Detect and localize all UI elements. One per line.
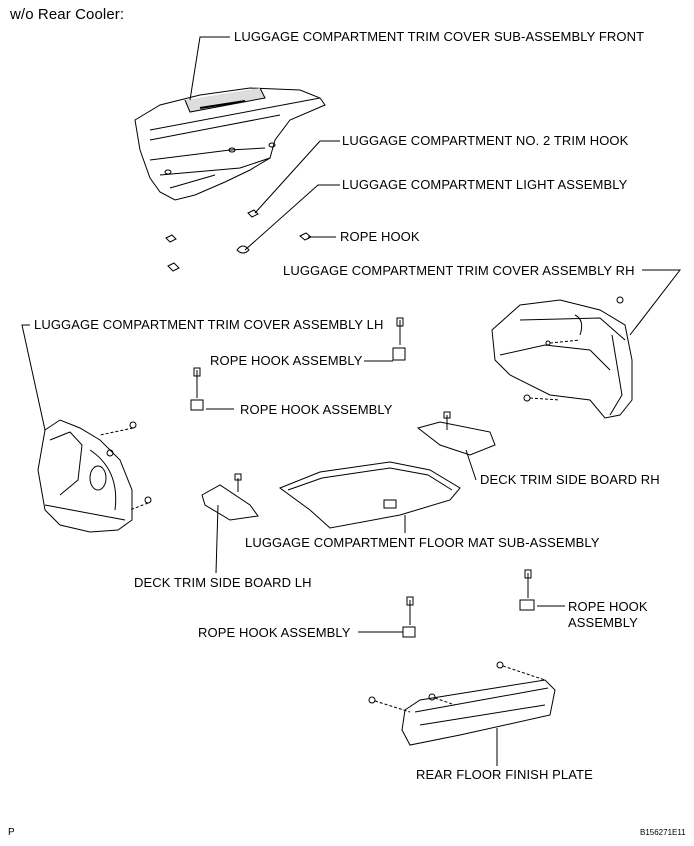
label-rope-hook-assy-1: ROPE HOOK ASSEMBLY [210, 353, 363, 368]
figure-id: B156271E11 [640, 828, 686, 837]
footer-mark: P [8, 827, 15, 838]
leader-trim-lh [21, 324, 46, 431]
leader-trim-hook-2b [254, 140, 321, 214]
leader-trim-front [189, 36, 230, 101]
label-rope-hook: ROPE HOOK [340, 229, 420, 244]
label-trim-front: LUGGAGE COMPARTMENT TRIM COVER SUB-ASSEM… [234, 29, 645, 44]
trim-cover-lh-part [37, 419, 152, 533]
deck-lh-part [201, 473, 259, 521]
label-trim-lh: LUGGAGE COMPARTMENT TRIM COVER ASSEMBLY … [34, 317, 384, 332]
rope-hook-assy-4-part [402, 596, 416, 638]
label-rear-plate: REAR FLOOR FINISH PLATE [416, 767, 593, 782]
rope-hook-assy-1-part [392, 317, 406, 361]
trim-cover-front-part [134, 87, 326, 201]
leader-light-assy [244, 184, 340, 251]
label-trim-hook-2: LUGGAGE COMPARTMENT NO. 2 TRIM HOOK [342, 133, 629, 148]
label-rope-hook-assy-2: ROPE HOOK ASSEMBLY [240, 402, 393, 417]
trim-cover-rh-part [491, 296, 633, 419]
label-deck-lh: DECK TRIM SIDE BOARD LH [134, 575, 312, 590]
dash-lh-2 [129, 502, 149, 511]
page-title: w/o Rear Cooler: [10, 6, 125, 23]
label-light-assy: LUGGAGE COMPARTMENT LIGHT ASSEMBLY [342, 177, 628, 192]
rear-floor-plate-part [368, 661, 556, 746]
leader-deck-lh [215, 504, 219, 574]
leader-trim-rh [629, 269, 682, 336]
leader-deck-rh [465, 449, 477, 481]
dash-lh-1 [99, 427, 134, 436]
deck-rh-part [416, 411, 496, 456]
dash-rh-1 [549, 339, 581, 344]
dash-rh-2 [529, 397, 561, 401]
label-rope-hook-assy-3-line2: ASSEMBLY [568, 615, 638, 630]
floor-mat-part [278, 461, 461, 529]
label-floor-mat: LUGGAGE COMPARTMENT FLOOR MAT SUB-ASSEMB… [245, 535, 600, 550]
label-deck-rh: DECK TRIM SIDE BOARD RH [480, 472, 660, 487]
label-rope-hook-assy-4: ROPE HOOK ASSEMBLY [198, 625, 351, 640]
clips-front [165, 209, 312, 272]
label-rope-hook-assy-3-line1: ROPE HOOK [568, 599, 648, 614]
rope-hook-assy-3-part [519, 569, 535, 611]
rope-hook-assy-2-part [190, 367, 204, 411]
label-trim-rh: LUGGAGE COMPARTMENT TRIM COVER ASSEMBLY … [283, 263, 635, 278]
